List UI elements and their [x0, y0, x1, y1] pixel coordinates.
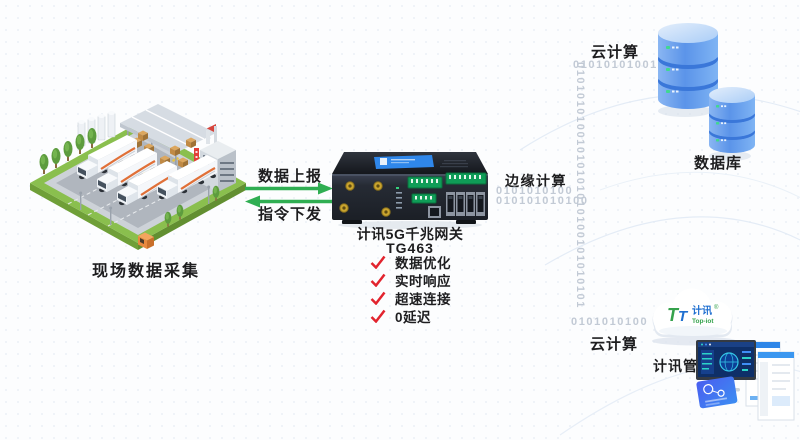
- download-label: 指令下发: [257, 206, 322, 223]
- feature-label: 数据优化: [395, 256, 451, 271]
- ethernet-ports: [428, 192, 485, 218]
- browser-window: [757, 351, 795, 421]
- feature-label: 超速连接: [395, 292, 451, 307]
- check-icon: [370, 255, 386, 269]
- cloud-computing-caption-bottom: 云计算: [590, 336, 639, 353]
- gateway-title: 计讯5G千兆网关: [356, 226, 464, 242]
- feature-item: 数据优化: [370, 253, 451, 271]
- led-indicators: [396, 192, 402, 209]
- cloud-computing-caption-top: 云计算: [591, 44, 640, 61]
- feature-item: 超速连接: [370, 289, 451, 307]
- feature-item: 实时响应: [370, 271, 451, 289]
- gateway-model: TG463: [386, 240, 434, 256]
- terminal-blocks: [407, 172, 487, 204]
- logo-cn-text: 计讯: [692, 304, 712, 317]
- topiot-logo: T T 计讯 ® Top-iot: [667, 304, 719, 325]
- arrow-left-icon: [245, 195, 333, 208]
- check-icon: [370, 291, 386, 305]
- binary-stream: 010101010100: [496, 195, 589, 207]
- database-icon-large: [658, 23, 718, 117]
- binary-stream: 010101010010: [573, 59, 666, 71]
- logo-en-text: Top-iot: [692, 318, 714, 325]
- database-caption: 数据库: [694, 155, 743, 172]
- database-icon-small: [709, 87, 755, 161]
- factory-caption: 现场数据采集: [92, 263, 201, 280]
- feature-item: 0延迟: [370, 307, 451, 325]
- guard-booth: [138, 232, 154, 249]
- upload-label: 数据上报: [257, 168, 322, 185]
- binary-stream: 0101010100: [496, 185, 574, 197]
- app-card: [696, 376, 738, 409]
- logo-registered-mark: ®: [714, 304, 719, 311]
- gateway-device-illustration: [332, 152, 488, 229]
- factory-illustration: [30, 104, 246, 250]
- edge-computing-caption: 边缘计算: [505, 173, 567, 189]
- arrow-right-icon: [245, 182, 333, 195]
- antenna-connectors: [339, 181, 391, 217]
- feature-label: 0延迟: [395, 310, 432, 325]
- binary-stream-vertical: 01010101001010101010100101010101: [574, 62, 586, 309]
- check-icon: [370, 273, 386, 287]
- platform-screens-illustration: [696, 340, 795, 421]
- feature-label: 实时响应: [395, 274, 451, 289]
- check-icon: [370, 309, 386, 323]
- binary-stream: 0101010100: [571, 316, 649, 328]
- feature-list: 数据优化 实时响应 超速连接 0延迟: [370, 253, 451, 325]
